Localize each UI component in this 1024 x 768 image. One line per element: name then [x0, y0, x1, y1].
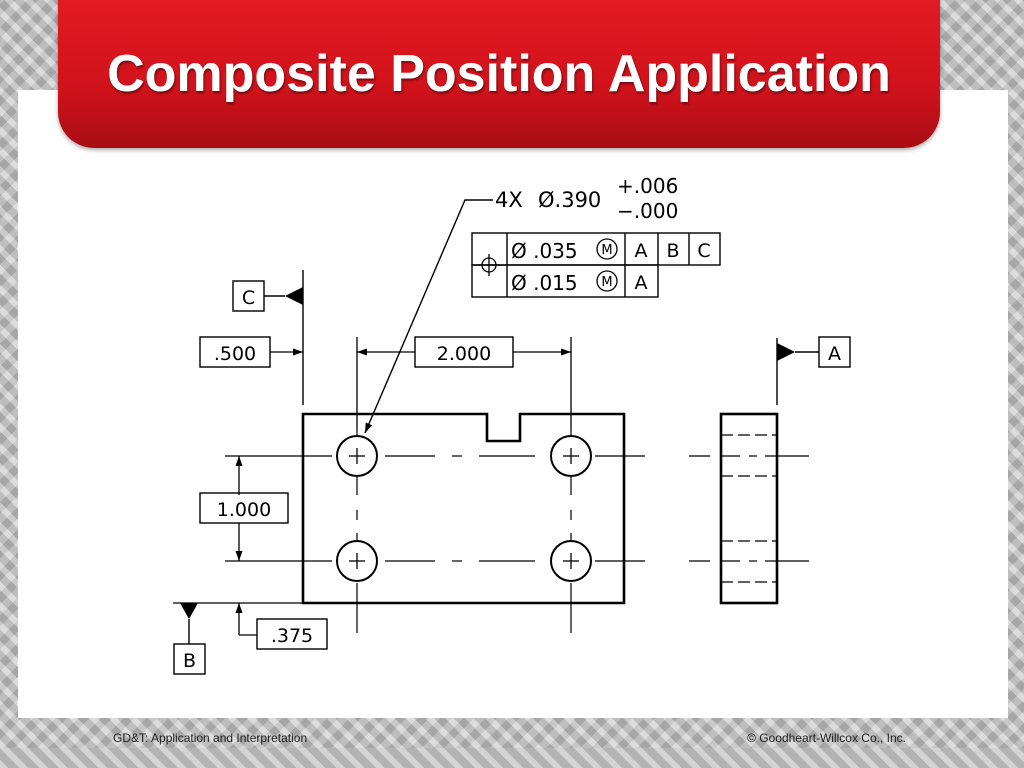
fcf-row2-datum-a: A [635, 272, 648, 294]
footer-course-title: GD&T: Application and Interpretation [113, 731, 308, 745]
dim-left-offset: .500 [199, 336, 303, 368]
holes [336, 435, 592, 582]
datum-a-feature: A [776, 336, 851, 405]
mmc-modifier-icon: M [596, 238, 618, 260]
dim-bottom-offset: .375 [235, 603, 328, 650]
svg-text:1.000: 1.000 [217, 499, 271, 521]
datum-b-label: B [183, 650, 196, 672]
hole-center-marks [349, 448, 579, 569]
hole-count-text: 4X [495, 188, 523, 212]
fcf-row1-datum-c: C [697, 240, 710, 262]
dim-hole-spacing-y: 1.000 [199, 456, 289, 561]
part-side-view [689, 412, 809, 605]
datum-c-label: C [242, 287, 255, 309]
datum-a-label: A [828, 343, 841, 365]
hole-diameter-text: Ø.390 [538, 188, 601, 212]
slide-title: Composite Position Application [107, 45, 891, 103]
fcf-row1-datum-a: A [635, 240, 648, 262]
svg-text:M: M [601, 275, 612, 290]
tol-minus-text: −.000 [617, 199, 678, 223]
tol-plus-text: +.006 [617, 174, 678, 198]
hole-callout: 4X Ø.390 +.006 −.000 [364, 174, 678, 434]
svg-text:2.000: 2.000 [437, 343, 491, 365]
feature-control-frame [471, 232, 721, 298]
svg-text:.375: .375 [271, 625, 313, 647]
dim-hole-spacing-x: 2.000 [356, 336, 572, 430]
mmc-modifier-icon: M [596, 270, 618, 292]
footer-bar [0, 748, 1024, 768]
part-front-view [301, 412, 626, 605]
datum-b-feature: B [173, 602, 303, 675]
engineering-drawing: 4X Ø.390 +.006 −.000 Ø .035 M A B C [165, 165, 860, 683]
fcf-row1-datum-b: B [666, 240, 679, 262]
footer-copyright: © Goodheart-Willcox Co., Inc. [747, 731, 906, 745]
drawing-svg: 4X Ø.390 +.006 −.000 Ø .035 M A B C [173, 174, 851, 675]
fcf-row1-tolerance: Ø .035 [511, 239, 578, 263]
datum-c-feature: C [232, 270, 304, 405]
callout-leader [364, 199, 493, 434]
title-bar: Composite Position Application [58, 0, 940, 148]
fcf-row2-tolerance: Ø .015 [511, 271, 578, 295]
svg-text:.500: .500 [214, 343, 256, 365]
hole-centerlines [225, 430, 645, 633]
position-symbol-icon [478, 254, 500, 276]
svg-text:M: M [601, 243, 612, 258]
